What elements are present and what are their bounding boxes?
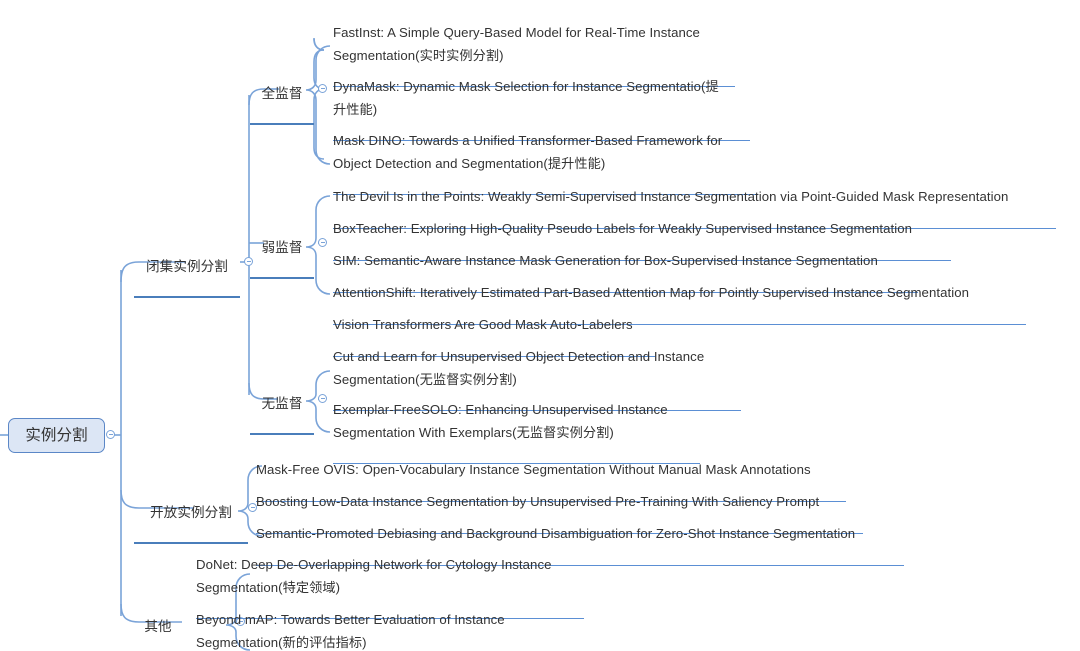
- topic-donet[interactable]: DoNet: Deep De-Overlapping Network for C…: [196, 536, 584, 619]
- branch-open-set[interactable]: 开放实例分割: [134, 484, 248, 544]
- topic-attentionshift[interactable]: AttentionShift: Iteratively Estimated Pa…: [333, 264, 1026, 325]
- topic-donet-label: DoNet: Deep De-Overlapping Network for C…: [196, 557, 552, 595]
- topic-vit-mask-auto-labelers-label: Vision Transformers Are Good Mask Auto-L…: [333, 317, 633, 332]
- group-unsupervised-toggle-icon[interactable]: [318, 394, 327, 403]
- topic-boosting-low-data[interactable]: Boosting Low-Data Instance Segmentation …: [256, 473, 863, 534]
- branch-closed-set-label: 闭集实例分割: [146, 259, 228, 274]
- topic-beyond-map-label: Beyond mAP: Towards Better Evaluation of…: [196, 612, 505, 650]
- topic-mask-free-ovis[interactable]: Mask-Free OVIS: Open-Vocabulary Instance…: [256, 441, 846, 502]
- group-weakly-supervised-toggle-icon[interactable]: [318, 238, 327, 247]
- group-weakly-supervised[interactable]: 弱监督: [250, 219, 314, 279]
- branch-open-set-toggle-icon[interactable]: [248, 503, 257, 512]
- branch-other-toggle-icon[interactable]: [236, 617, 245, 626]
- group-fully-supervised[interactable]: 全监督: [250, 65, 314, 125]
- topic-boosting-low-data-label: Boosting Low-Data Instance Segmentation …: [256, 494, 820, 509]
- topic-sim[interactable]: SIM: Semantic-Aware Instance Mask Genera…: [333, 232, 918, 293]
- branch-closed-set-toggle-icon[interactable]: [244, 257, 253, 266]
- group-weakly-supervised-label: 弱监督: [261, 240, 303, 255]
- branch-other-label: 其他: [144, 619, 172, 634]
- topic-beyond-map[interactable]: Beyond mAP: Towards Better Evaluation of…: [196, 591, 541, 651]
- group-unsupervised-label: 无监督: [261, 396, 303, 411]
- topic-devil-in-points-label: The Devil Is in the Points: Weakly Semi-…: [333, 189, 1009, 204]
- topic-mask-dino[interactable]: Mask DINO: Towards a Unified Transformer…: [333, 112, 758, 195]
- topic-boxteacher-label: BoxTeacher: Exploring High-Quality Pseud…: [333, 221, 913, 236]
- root-collapse-toggle-icon[interactable]: [106, 430, 115, 439]
- topic-dynamask-label: DynaMask: Dynamic Mask Selection for Ins…: [333, 79, 719, 117]
- group-fully-supervised-label: 全监督: [261, 86, 303, 101]
- branch-open-set-label: 开放实例分割: [150, 505, 232, 520]
- group-fully-supervised-toggle-icon[interactable]: [318, 84, 327, 93]
- topic-devil-in-points[interactable]: The Devil Is in the Points: Weakly Semi-…: [333, 168, 1056, 229]
- topic-attentionshift-label: AttentionShift: Iteratively Estimated Pa…: [333, 285, 970, 300]
- topic-semantic-promoted-debiasing-label: Semantic-Promoted Debiasing and Backgrou…: [256, 526, 856, 541]
- topic-mask-dino-label: Mask DINO: Towards a Unified Transformer…: [333, 133, 723, 171]
- topic-exemplar-freesolo-label: Exemplar-FreeSOLO: Enhancing Unsupervise…: [333, 402, 668, 440]
- root-label: 实例分割: [25, 427, 88, 444]
- topic-exemplar-freesolo[interactable]: Exemplar-FreeSOLO: Enhancing Unsupervise…: [333, 381, 700, 464]
- branch-other[interactable]: 其他: [134, 598, 182, 651]
- topic-boxteacher[interactable]: BoxTeacher: Exploring High-Quality Pseud…: [333, 200, 951, 261]
- topic-fastinst[interactable]: FastInst: A Simple Query-Based Model for…: [333, 4, 735, 87]
- root-node[interactable]: 实例分割: [8, 418, 105, 453]
- topic-fastinst-label: FastInst: A Simple Query-Based Model for…: [333, 25, 700, 63]
- topic-semantic-promoted-debiasing[interactable]: Semantic-Promoted Debiasing and Backgrou…: [256, 505, 904, 566]
- topic-vit-mask-auto-labelers[interactable]: Vision Transformers Are Good Mask Auto-L…: [333, 296, 655, 357]
- topic-mask-free-ovis-label: Mask-Free OVIS: Open-Vocabulary Instance…: [256, 462, 811, 477]
- group-unsupervised[interactable]: 无监督: [250, 375, 314, 435]
- topic-sim-label: SIM: Semantic-Aware Instance Mask Genera…: [333, 253, 878, 268]
- topic-dynamask[interactable]: DynaMask: Dynamic Mask Selection for Ins…: [333, 58, 750, 141]
- branch-closed-set[interactable]: 闭集实例分割: [134, 238, 240, 298]
- topic-cut-and-learn[interactable]: Cut and Learn for Unsupervised Object De…: [333, 328, 741, 411]
- topic-cut-and-learn-label: Cut and Learn for Unsupervised Object De…: [333, 349, 705, 387]
